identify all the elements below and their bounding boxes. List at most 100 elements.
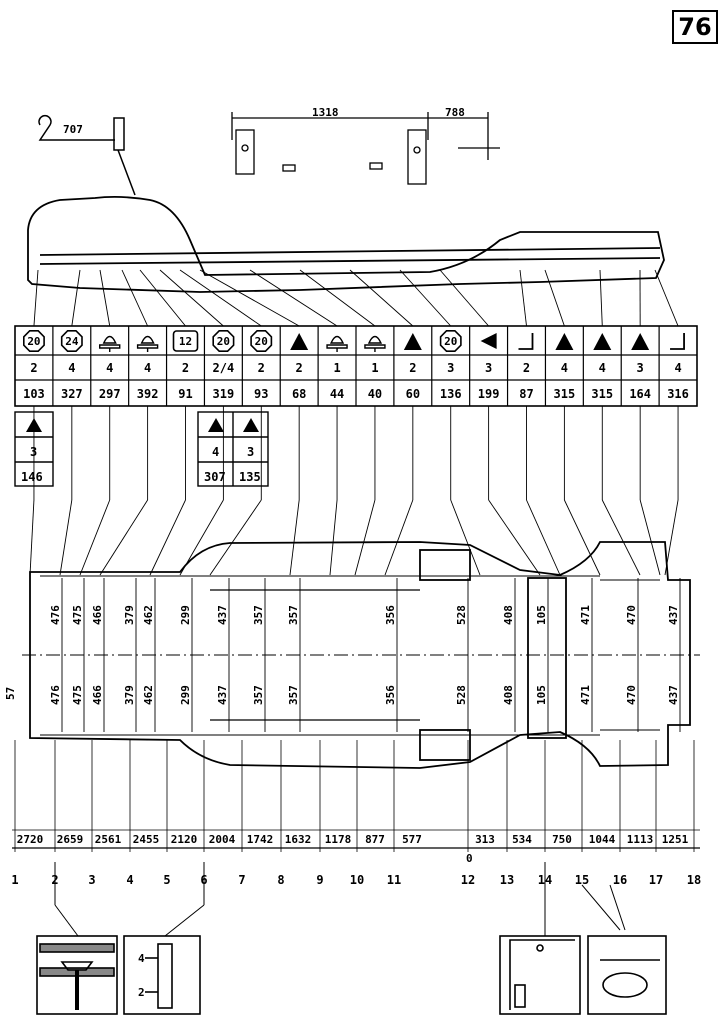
gauge-label-b: 2 (138, 986, 145, 999)
leader-line (488, 499, 541, 576)
point-number: 3 (88, 873, 95, 887)
length-dim: 313 (475, 833, 495, 846)
extra-ref-135: 135 (239, 470, 261, 484)
leader-line (99, 269, 111, 327)
legend-qty: 2/4 (213, 361, 235, 375)
leader-line (399, 269, 452, 327)
inset-mount (499, 935, 581, 1015)
length-dim: 1113 (627, 833, 654, 846)
mount-icon (326, 335, 348, 352)
legend-qty: 3 (485, 361, 492, 375)
inset-rivet (36, 935, 118, 1015)
legend-ref: 68 (292, 387, 306, 401)
wedge-icon (480, 333, 497, 349)
width-dim-upper: 357 (252, 605, 265, 625)
width-dim-upper: 476 (49, 605, 62, 625)
leader-line (654, 269, 679, 327)
length-dim: 1632 (285, 833, 312, 846)
legend-ref: 199 (478, 387, 500, 401)
length-dim: 1044 (589, 833, 616, 846)
point-number: 1 (11, 873, 18, 887)
triangle-icon (593, 333, 612, 350)
width-dim-lower: 466 (91, 685, 104, 705)
width-dim-upper: 356 (384, 605, 397, 625)
width-dim-lower: 408 (502, 685, 515, 705)
point-number: 16 (613, 873, 627, 887)
legend-ref: 392 (137, 387, 159, 401)
width-dim-lower: 475 (71, 685, 84, 705)
width-dim-upper: 437 (216, 605, 229, 625)
side-profile (27, 195, 665, 293)
point-number: 5 (163, 873, 170, 887)
legend-qty: 2 (409, 361, 416, 375)
length-dim: 1251 (662, 833, 689, 846)
legend-qty: 3 (447, 361, 454, 375)
legend-qty: 4 (599, 361, 606, 375)
top-dimension-detail (231, 112, 500, 185)
inset-muffler (587, 935, 667, 1015)
width-dim-lower: 299 (179, 685, 192, 705)
width-dim-upper: 357 (287, 605, 300, 625)
extra-cell-307-135 (197, 411, 269, 487)
leader-line (33, 269, 39, 327)
width-dim-lower: 528 (455, 685, 468, 705)
width-dim-lower: 379 (123, 685, 136, 705)
width-dim-lower: 462 (142, 685, 155, 705)
legend-icon-label: 24 (65, 335, 79, 348)
side-dim-57: 57 (4, 687, 17, 700)
legend-qty: 4 (68, 361, 75, 375)
triangle-icon (631, 333, 650, 350)
legend-qty: 1 (333, 361, 340, 375)
point-number: 8 (277, 873, 284, 887)
leader-line (384, 499, 414, 576)
leader-line (601, 499, 641, 576)
width-dim-lower: 470 (625, 685, 638, 705)
width-dim-upper: 408 (502, 605, 515, 625)
leader-line (159, 269, 224, 327)
width-dim-upper: 437 (667, 605, 680, 625)
width-dimensions: 4764764754754664663793794624622992994374… (49, 578, 681, 732)
legend-ref: 87 (519, 387, 533, 401)
inset-callouts (54, 862, 626, 937)
extra-ref-146: 146 (21, 470, 43, 484)
leader-line (544, 269, 565, 327)
tow-hook-detail (38, 115, 136, 196)
bracket-icon (670, 333, 685, 350)
width-dim-lower: 356 (384, 685, 397, 705)
length-dim: 577 (402, 833, 422, 846)
page-number: 76 (678, 13, 712, 41)
dim-788: 788 (445, 106, 465, 119)
zero-label: 0 (466, 852, 473, 865)
leader-line (329, 499, 338, 576)
legend-icon-label: 20 (444, 335, 457, 348)
dim-1318: 1318 (312, 106, 339, 119)
legend-cells: 2021032443274297439212291202/43192029326… (22, 326, 689, 406)
width-dim-upper: 466 (91, 605, 104, 625)
legend-qty: 2 (30, 361, 37, 375)
leader-line (121, 269, 149, 327)
width-dim-upper: 470 (625, 605, 638, 625)
legend-qty: 3 (637, 361, 644, 375)
legend-icon-label: 20 (217, 335, 230, 348)
mount-icon (99, 335, 121, 352)
leader-line (519, 269, 527, 327)
legend-icon-label: 12 (179, 335, 192, 348)
legend-ref: 44 (330, 387, 344, 401)
leader-line (199, 269, 300, 327)
oct-20-icon: 20 (439, 329, 462, 353)
length-dim: 1742 (247, 833, 274, 846)
legend-icon-label: 20 (27, 335, 40, 348)
leader-line (29, 499, 35, 576)
oct-20-icon: 20 (22, 329, 45, 353)
length-dim: 2561 (95, 833, 122, 846)
width-dim-upper: 105 (535, 605, 548, 625)
gauge-label-a: 4 (138, 952, 145, 965)
leader-line (563, 499, 601, 576)
width-dim-lower: 471 (579, 685, 592, 705)
triangle-icon (555, 333, 574, 350)
width-dim-lower: 437 (667, 685, 680, 705)
legend-qty: 4 (561, 361, 568, 375)
extra-ref-307: 307 (204, 470, 226, 484)
underbody-plan (22, 541, 700, 769)
leader-line (289, 499, 300, 576)
